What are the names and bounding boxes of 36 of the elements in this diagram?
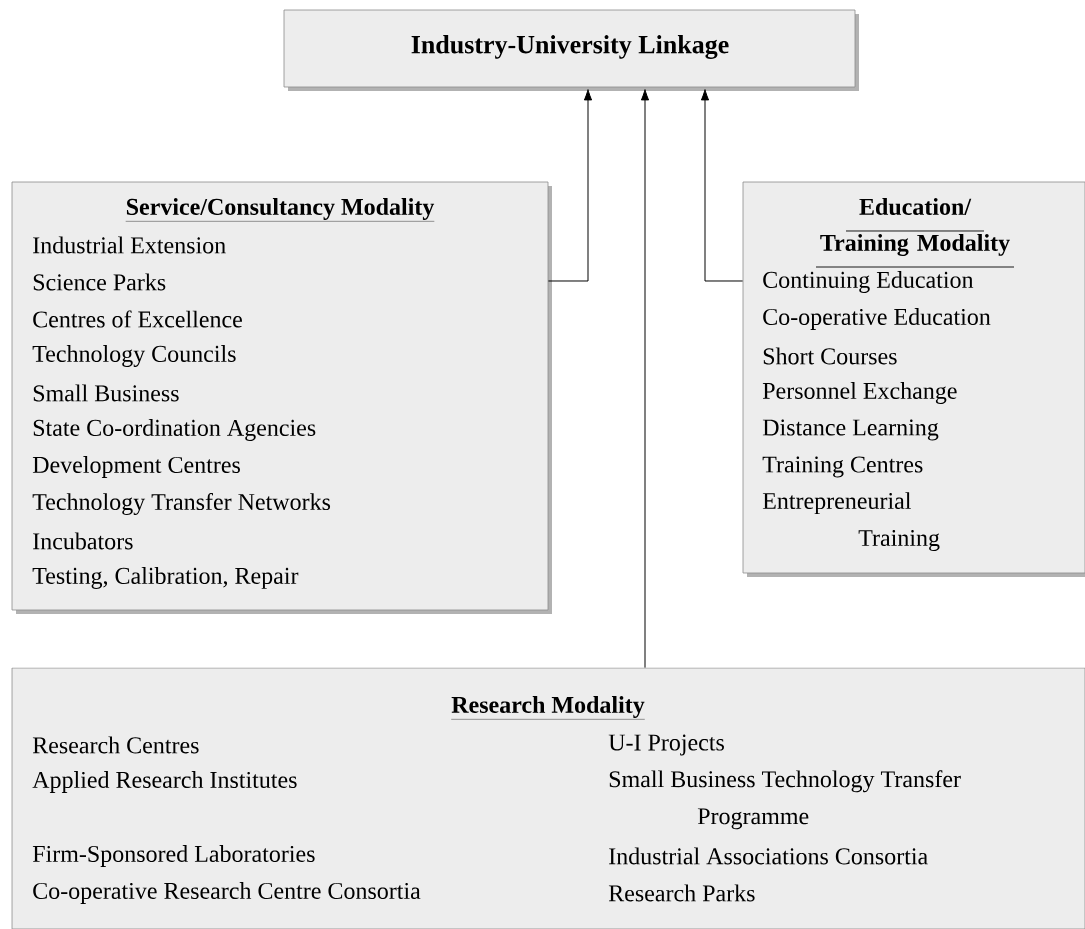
list-item: Testing, Calibration, Repair <box>32 567 299 589</box>
heading: Education/ Training Modality <box>820 198 1010 256</box>
list-item: Co-operative Education <box>763 308 991 330</box>
list-item: Centres of Excellence <box>33 310 242 328</box>
arrow <box>547 89 593 282</box>
list-item: Industrial Extension <box>33 236 226 254</box>
list-item: Incubators <box>33 532 133 550</box>
title: Industry-University Linkage <box>411 35 729 59</box>
arrow <box>700 89 744 282</box>
list-item: Technology Transfer Networks <box>32 492 331 516</box>
list-item: Firm-Sponsored Laboratories <box>32 845 315 867</box>
list-item: Personnel Exchange <box>762 382 957 404</box>
list-item: Short Courses <box>763 347 897 365</box>
heading: Service/Consultancy Modality <box>125 198 435 222</box>
list-item: Training Centres <box>762 456 923 478</box>
list-item: State Co-ordination Agencies <box>33 419 316 441</box>
list-item: U-I Projects <box>608 734 724 756</box>
heading: Research Modality <box>451 696 645 720</box>
list-item: Small Business <box>33 384 179 402</box>
list-item: Small Business Technology Transfer Programme <box>609 770 961 830</box>
modality-box <box>11 181 552 614</box>
list-item: Distance Learning <box>762 419 939 441</box>
modality-box <box>742 181 1085 577</box>
list-item: Industrial Associations Consortia <box>609 847 928 865</box>
list-item: Research Centres <box>32 736 199 754</box>
list-item: Continuing Education <box>763 271 974 293</box>
list-item: Research Parks <box>608 884 755 902</box>
title-box <box>283 9 859 91</box>
arrow <box>640 89 650 669</box>
list-item: Technology Councils <box>32 345 236 367</box>
list-item: Applied Research Institutes <box>32 771 297 793</box>
list-item: Entrepreneurial Training <box>762 492 940 552</box>
list-item: Science Parks <box>33 273 166 291</box>
list-item: Co-operative Research Centre Consortia <box>33 882 421 904</box>
list-item: Development Centres <box>32 456 240 478</box>
modality-box <box>11 667 1085 929</box>
